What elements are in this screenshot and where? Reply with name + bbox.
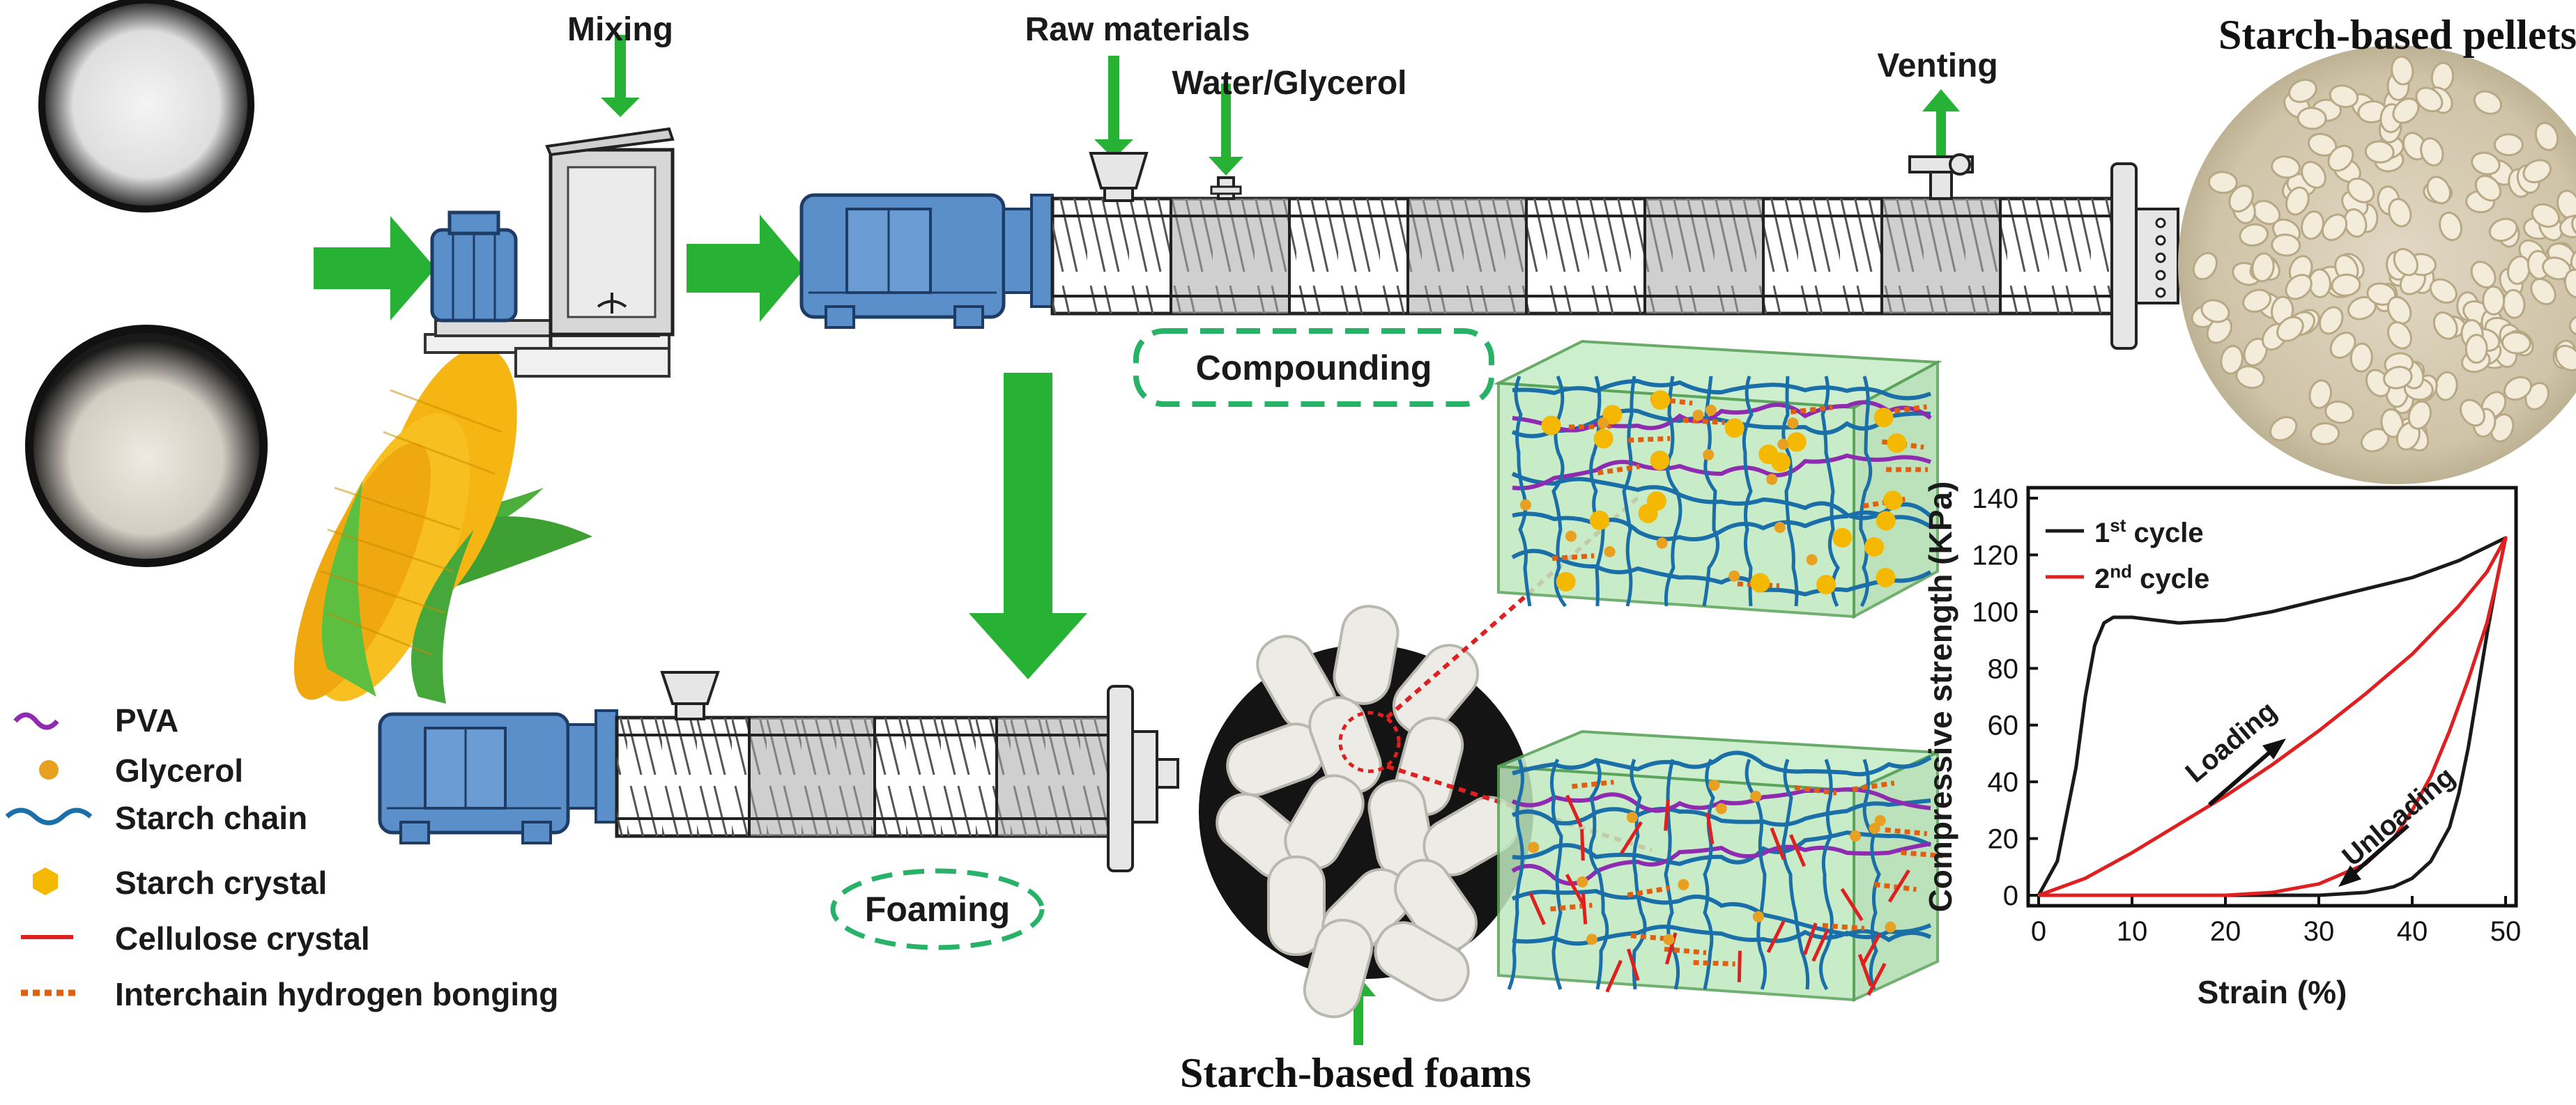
label-foams: Starch-based foams [1180,1050,1531,1096]
stress-strain-chart: 0 10 20 30 40 50 0 20 40 60 80 100 120 140 Strain (%)… [1922,481,2521,1010]
chart-xlabel: Strain (%) [2198,974,2347,1010]
legend-item-pva: PVA [13,702,178,739]
foaming-box [830,868,1045,950]
legend-item-starch-crystal: Starch crystal [33,865,327,901]
starch-pellets-photo [2178,45,2576,484]
label-water-glycerol: Water/Glycerol [1172,65,1406,102]
compounding-box [1133,328,1494,407]
legend-label-glycerol: Glycerol [115,752,243,789]
legend-marker-glycerol [39,760,59,780]
annotation-unloading: Unloading [2337,762,2461,872]
y-tick-label: 40 [1988,767,2019,798]
arrow-mixing-down [601,35,640,117]
starch-foams-photo [1199,493,1653,1019]
foaming-extruder [378,671,1179,872]
y-tick-label: 60 [1988,711,2019,741]
loading-arrow [2208,747,2275,807]
label-venting: Venting [1877,47,1998,84]
starch-powder-photo-bottom [25,325,268,567]
y-tick-label: 20 [1988,824,2019,855]
arrow-to-mixer [314,216,436,320]
x-tick-label: 20 [2210,916,2241,947]
loading-annotation: Loading [2180,695,2286,807]
label-compounding: Compounding [1196,348,1432,387]
chart-legend-label-2: 2nd cycle [2094,561,2209,594]
x-tick-label: 50 [2490,916,2522,947]
loading-arrow-head [2262,739,2286,759]
compounding-extruder [799,152,2179,350]
annotation-loading: Loading [2180,695,2283,789]
y-tick-label: 100 [1972,597,2018,628]
chart-legend: 1st cycle 2nd cycle [2046,515,2209,594]
y-tick-label: 140 [1972,484,2018,514]
legend-marker-pva [13,712,59,730]
mixer-machine [424,127,675,378]
unloading-arrow-head [2338,865,2361,887]
y-tick-label: 120 [1972,540,2018,571]
arrow-down-to-foaming [969,373,1087,679]
arrow-raw-down [1094,56,1133,159]
legend-item-starch-chain: Starch chain [5,800,307,836]
y-tick-label: 0 [2003,881,2018,911]
unloading-annotation: Unloading [2337,762,2461,887]
label-pellets: Starch-based pellets [2218,12,2576,58]
chart-ylabel: Compressive strength (KPa) [1922,481,1958,913]
x-tick-label: 40 [2397,916,2428,947]
legend-item-hydrogen-bonding: Interchain hydrogen bonging [21,976,558,1012]
legend-label-cellulose-crystal: Cellulose crystal [115,920,370,957]
corn-image [293,346,592,704]
x-tick-label: 30 [2303,916,2335,947]
legend-label-starch-crystal: Starch crystal [115,865,327,901]
arrow-water-down [1209,84,1243,176]
arrow-venting-up [1922,89,1960,167]
legend: PVA Glycerol Starch chain Starch crystal… [5,702,558,1012]
network-box-top [1493,339,1943,619]
legend-item-glycerol: Glycerol [39,752,243,789]
chart-legend-label-1: 1st cycle [2094,515,2204,548]
legend-label-starch-chain: Starch chain [115,800,307,836]
label-mixing: Mixing [567,11,673,48]
series-line-2 [2038,536,2508,897]
x-tick-label: 10 [2117,916,2148,947]
y-tick-label: 80 [1988,654,2019,684]
arrow-to-extruder [687,215,805,322]
legend-label-pva: PVA [115,702,178,739]
chart-plot-frame [2026,486,2518,908]
legend-label-hydrogen-bonding: Interchain hydrogen bonging [115,976,558,1012]
label-raw-materials: Raw materials [1025,11,1250,48]
x-tick-label: 0 [2031,916,2046,947]
legend-marker-starch-crystal [33,867,58,895]
network-box-bottom [1497,729,1943,1003]
legend-item-cellulose-crystal: Cellulose crystal [21,920,370,957]
label-foaming: Foaming [865,890,1010,929]
legend-marker-starch-chain [5,808,93,826]
unloading-arrow [2349,824,2409,879]
starch-powder-photo-top [38,0,254,212]
